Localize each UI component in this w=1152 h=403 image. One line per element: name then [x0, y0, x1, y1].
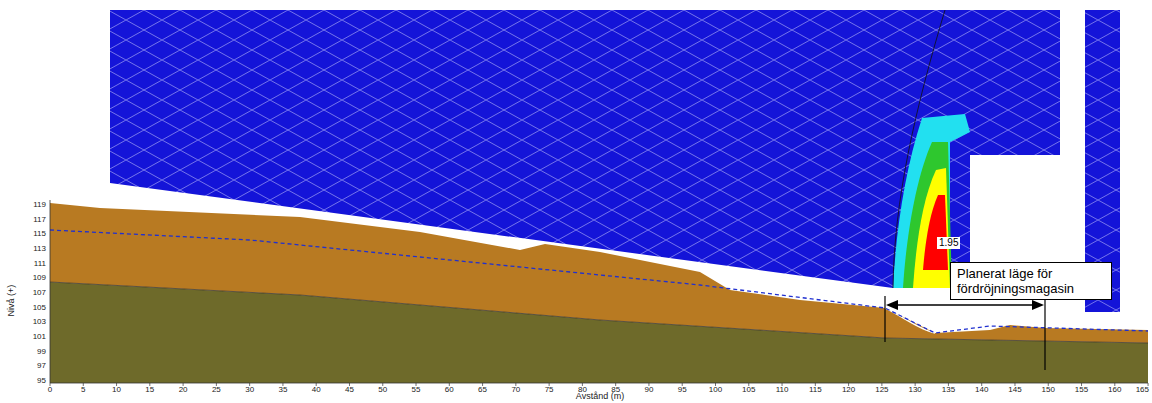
extent-tick — [1044, 298, 1045, 370]
tick-label: 145 — [1008, 386, 1021, 394]
tick-label: 150 — [1042, 386, 1055, 394]
x-axis — [50, 383, 1148, 384]
tick-label: 60 — [445, 386, 454, 394]
contour-green — [903, 142, 952, 288]
tick-label: 101 — [33, 333, 46, 341]
tick-label: 20 — [179, 386, 188, 394]
tick-label: 125 — [875, 386, 888, 394]
tick-label: 111 — [34, 260, 46, 268]
contour-yellow — [913, 168, 950, 288]
tick-label: 97 — [37, 362, 46, 370]
clay-layer — [50, 203, 1148, 343]
tick-label: 5 — [81, 386, 85, 394]
tick-label: 90 — [644, 386, 653, 394]
tick-label: 117 — [33, 216, 46, 224]
tick-label: 65 — [478, 386, 487, 394]
callout-box: Planerat läge för fördröjningsmagasin — [950, 262, 1112, 300]
tick-label: 25 — [212, 386, 221, 394]
arrow-head — [886, 300, 898, 310]
tick-label: 105 — [742, 386, 755, 394]
tick-label: 10 — [112, 386, 121, 394]
tick-label: 135 — [942, 386, 955, 394]
tick-label: 140 — [975, 386, 988, 394]
tick-label: 130 — [908, 386, 921, 394]
tick-label: 70 — [511, 386, 520, 394]
y-axis — [50, 200, 51, 383]
tick-label: 115 — [809, 386, 822, 394]
tick-label: 30 — [245, 386, 254, 394]
tick-label: 55 — [412, 386, 421, 394]
tick-label: 107 — [33, 289, 46, 297]
tick-label: 105 — [33, 304, 46, 312]
tick-label: 103 — [33, 318, 46, 326]
tick-label: 109 — [33, 274, 46, 282]
tick-label: 35 — [278, 386, 287, 394]
contour-red — [923, 195, 948, 270]
extent-tick — [884, 296, 885, 342]
tick-label: 165 — [1136, 386, 1149, 394]
tick-label: 120 — [842, 386, 855, 394]
tick-label: 50 — [378, 386, 387, 394]
tick-label: 100 — [709, 386, 722, 394]
tick-label: 45 — [345, 386, 354, 394]
tick-label: 15 — [145, 386, 154, 394]
arrow-head — [1032, 300, 1044, 310]
tick-label: 119 — [33, 201, 46, 209]
tick-label: 40 — [312, 386, 321, 394]
tick-label: 75 — [545, 386, 554, 394]
tick-label: 160 — [1108, 386, 1121, 394]
callout-text: Planerat läge för fördröjningsmagasin — [957, 266, 1105, 296]
groundwater-line — [50, 230, 1148, 333]
extent-arrow — [893, 304, 1037, 305]
tick-label: 95 — [678, 386, 687, 394]
tick-label: 113 — [33, 245, 46, 253]
axis-title: Nivå (+) — [8, 284, 17, 316]
axis-title: Avstånd (m) — [576, 392, 624, 401]
tick-label: 99 — [37, 348, 46, 356]
safety-factor: 1.95 — [937, 237, 960, 249]
tick-label: 110 — [776, 386, 789, 394]
tick-label: 155 — [1075, 386, 1088, 394]
tick-label: 95 — [37, 377, 46, 385]
tick-label: 0 — [48, 386, 52, 394]
tick-label: 115 — [33, 230, 46, 238]
